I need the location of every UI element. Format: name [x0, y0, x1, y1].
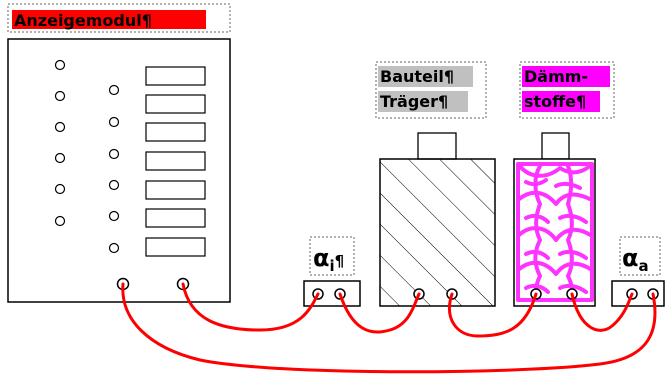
- indicator-led-icon: [54, 59, 66, 71]
- insulation-label-highlight: [522, 91, 600, 112]
- wire-alpha-inner-to-component: [338, 292, 421, 334]
- alpha-outer-sensor: αa: [611, 236, 665, 307]
- alpha-outer-label: αa: [622, 244, 649, 275]
- display-indicator-column-left: [54, 59, 66, 227]
- connection-wires: [121, 282, 657, 374]
- component-label-highlight: [378, 66, 473, 87]
- indicator-led-icon: [108, 116, 120, 128]
- display-module-label-highlight: [12, 10, 206, 29]
- wire-display-to-alpha-outer-return: [121, 282, 657, 374]
- insulation-label-line2: stoffe¶: [524, 92, 586, 111]
- component-label-line1: Bauteil¶: [380, 67, 454, 86]
- component-carrier: Bauteil¶ Träger¶: [375, 61, 496, 307]
- display-module-label-frame: [7, 3, 231, 33]
- display-windows: [145, 66, 206, 257]
- component-label-highlight: [378, 91, 468, 112]
- indicator-led-icon: [54, 183, 66, 195]
- alpha-inner-sensor: αi¶: [303, 236, 361, 307]
- indicator-led-icon: [108, 148, 120, 160]
- indicator-led-icon: [108, 242, 120, 254]
- display-window: [145, 94, 206, 114]
- component-label-frame: [375, 61, 487, 119]
- alpha-inner-label-frame: [309, 236, 355, 276]
- component-label-line2: Träger¶: [380, 92, 448, 111]
- display-window: [145, 208, 206, 228]
- display-window: [145, 180, 206, 200]
- display-module-label: Anzeigemodul¶: [14, 11, 152, 30]
- display-window: [145, 66, 206, 86]
- indicator-led-icon: [108, 179, 120, 191]
- indicator-led-icon: [54, 152, 66, 164]
- insulation-top-cap: [541, 132, 570, 160]
- component-body-hatched: [379, 158, 496, 307]
- insulation-material: Dämm- stoffe¶: [513, 61, 615, 307]
- wire-insulation-to-alpha-outer: [570, 292, 634, 332]
- indicator-led-icon: [108, 84, 120, 96]
- wire-display-to-alpha-inner: [181, 282, 320, 332]
- insulation-label-highlight: [522, 66, 610, 87]
- display-window: [145, 237, 206, 257]
- alpha-inner-label: αi¶: [313, 244, 344, 275]
- insulation-label-line1: Dämm-: [524, 67, 588, 86]
- display-window: [145, 151, 206, 171]
- display-window: [145, 122, 206, 142]
- display-indicator-column-right: [108, 84, 120, 254]
- indicator-led-icon: [54, 121, 66, 133]
- insulation-label-frame: [519, 61, 615, 119]
- alpha-outer-label-frame: [619, 236, 661, 276]
- indicator-led-icon: [54, 215, 66, 227]
- indicator-led-icon: [108, 210, 120, 222]
- indicator-led-icon: [54, 90, 66, 102]
- wire-component-to-insulation: [448, 292, 538, 338]
- display-module: Anzeigemodul¶: [7, 3, 231, 303]
- component-top-cap: [417, 132, 457, 160]
- insulation-fill-pattern: [516, 162, 594, 302]
